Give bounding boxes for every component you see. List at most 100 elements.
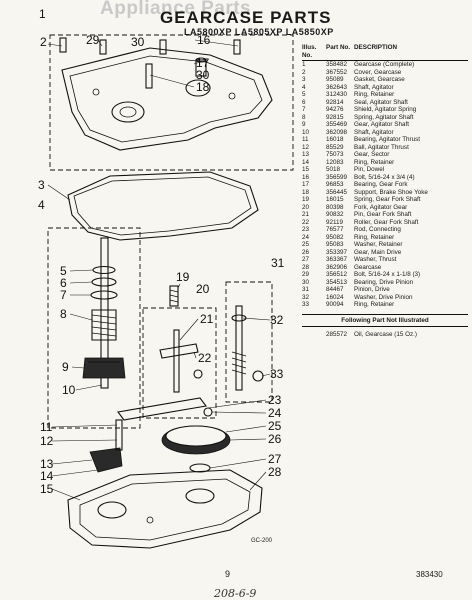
cell-description: Bearing, Gear Fork xyxy=(354,181,408,188)
cell-illus-no: 5 xyxy=(302,91,306,98)
cell-description: Gear, Agitator Shaft xyxy=(354,121,409,128)
figure-code: GC-200 xyxy=(251,538,273,544)
cell-description: Pin, Gear Fork Shaft xyxy=(354,211,412,218)
cell-part-no: 354513 xyxy=(326,278,348,286)
callout-20: 20 xyxy=(196,282,210,296)
gasket-drawing xyxy=(67,171,259,241)
callout-29: 29 xyxy=(86,33,100,47)
cell-illus-no xyxy=(302,331,326,339)
parts-table-header: Illus. No. Part No. DESCRIPTION xyxy=(302,44,468,61)
cell-description: Washer, Drive Pinion xyxy=(354,293,413,301)
cell-illus-no: 3 xyxy=(302,76,306,83)
callout-15: 15 xyxy=(40,482,54,496)
cell-part-no: 285572 xyxy=(326,331,348,338)
cell-part-no: 90094 xyxy=(326,301,344,308)
cell-description: Bolt, 5/16-24 x 3/4 (4) xyxy=(354,173,415,181)
cell-description: Ring, Retainer xyxy=(354,91,395,98)
cell-part-no: 367552 xyxy=(326,68,348,76)
cell-part-no: 16024 xyxy=(326,293,344,301)
cell-description: Gasket, Gearcase xyxy=(354,76,405,83)
callout-9: 9 xyxy=(62,360,69,374)
cell-illus-no: 33 xyxy=(302,301,310,308)
cell-part-no: 16015 xyxy=(326,196,344,203)
cell-illus-no: 25 xyxy=(302,241,310,248)
cell-part-no: 362098 xyxy=(326,128,348,136)
cell-illus-no: 26 xyxy=(302,248,310,256)
cell-description: Bearing, Agitator Thrust xyxy=(354,136,421,143)
following-part-note: Following Part Not Illustrated xyxy=(302,315,468,327)
gearcase-cover-drawing xyxy=(61,47,273,151)
callout-18: 18 xyxy=(196,80,210,94)
callout-31: 31 xyxy=(271,256,285,270)
cell-part-no: 362643 xyxy=(326,83,348,91)
callout-2: 2 xyxy=(40,35,47,49)
cell-illus-no: 4 xyxy=(302,83,306,91)
agitator-shaft-drawing xyxy=(82,237,126,389)
header-description: DESCRIPTION xyxy=(354,44,398,51)
callout-30: 30 xyxy=(196,68,210,82)
cell-illus-no: 20 xyxy=(302,203,310,211)
cell-description: Spring, Agitator Shaft xyxy=(354,113,414,121)
callout-25: 25 xyxy=(268,419,282,433)
cell-illus-no: 23 xyxy=(302,226,310,233)
callout-19: 19 xyxy=(176,270,190,284)
cell-illus-no: 21 xyxy=(302,211,310,218)
callout-14: 14 xyxy=(40,469,54,483)
cell-part-no: 358482 xyxy=(326,61,348,68)
cell-illus-no: 27 xyxy=(302,256,310,263)
callout-33: 33 xyxy=(270,367,284,381)
cell-part-no: 362906 xyxy=(326,263,348,271)
cell-illus-no: 29 xyxy=(302,271,310,278)
cell-description: Spring, Gear Fork Shaft xyxy=(354,196,421,203)
cell-part-no: 355469 xyxy=(326,121,348,128)
cell-illus-no: 6 xyxy=(302,98,306,106)
cell-part-no: 356512 xyxy=(326,271,348,278)
cell-part-no: 94276 xyxy=(326,106,344,113)
cell-part-no: 363367 xyxy=(326,256,348,263)
callout-7: 7 xyxy=(60,288,67,302)
handwritten-note: 208-6-9 xyxy=(214,587,257,600)
cell-description: Shield, Agitator Spring xyxy=(354,106,417,113)
callout-24: 24 xyxy=(268,406,282,420)
cell-description: Rod, Connecting xyxy=(354,226,401,233)
cell-part-no: 92815 xyxy=(326,113,344,121)
cell-description: Cover, Gearcase xyxy=(354,68,402,76)
cell-part-no: 75073 xyxy=(326,151,344,158)
gearcase-housing-drawing xyxy=(67,469,263,549)
parts-table-row: 33 90094 Ring, Retainer xyxy=(302,301,468,309)
cell-description: Ring, Retainer xyxy=(354,301,395,308)
cell-description: Washer, Retainer xyxy=(354,241,403,248)
cell-illus-no: 13 xyxy=(302,151,310,158)
cell-illus-no: 8 xyxy=(302,113,306,121)
cell-part-no: 85529 xyxy=(326,143,344,151)
cell-description: Gearcase xyxy=(354,263,382,271)
callout-26: 26 xyxy=(268,432,282,446)
callout-6: 6 xyxy=(60,276,67,290)
sector-gear-drawing xyxy=(89,447,123,473)
cell-part-no: 353397 xyxy=(326,248,348,256)
model-subtitle: LA5800XP LA5805XP LA5850XP xyxy=(184,27,334,37)
cell-part-no: 90832 xyxy=(326,211,344,218)
cell-illus-no: 16 xyxy=(302,173,310,181)
gear-fork-drawing xyxy=(159,285,203,393)
cell-part-no: 92119 xyxy=(326,218,344,226)
callout-17: 17 xyxy=(196,56,210,70)
cell-illus-no: 1 xyxy=(302,61,306,68)
cell-description: Support, Brake Shoe Yoke xyxy=(354,188,428,196)
callout-30-top: 30 xyxy=(131,35,145,49)
